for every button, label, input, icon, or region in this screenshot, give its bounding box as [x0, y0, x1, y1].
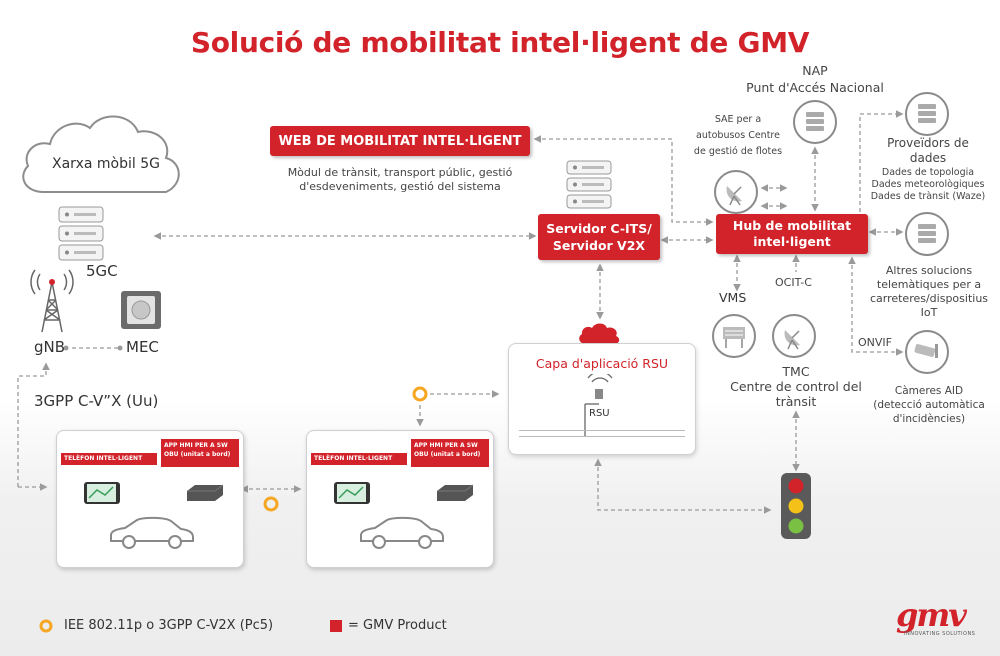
obu-device-icon: [187, 484, 224, 501]
page-title: Solució de mobilitat intel·ligent de GMV: [190, 26, 810, 59]
server-icon: [918, 104, 936, 123]
road-line: [519, 436, 685, 437]
rsu-cloud-icon: [579, 323, 620, 344]
car-icon: [110, 516, 194, 549]
tmc-dish-circle: [772, 314, 816, 358]
web-mobilitat-box: WEB DE MOBILITAT INTEL·LIGENT: [270, 126, 530, 156]
legend-its-marker-icon: [39, 619, 53, 633]
cloud-5g-icon: [22, 115, 180, 193]
camera-circle: [905, 330, 949, 374]
legend-gmv-swatch: [330, 620, 342, 632]
satellite-dish-icon: [784, 330, 800, 350]
servidor-box: Servidor C-ITS/Servidor V2X: [538, 214, 660, 260]
server-cits-icon: [566, 160, 612, 209]
legend-gmv-label: = GMV Product: [348, 618, 447, 633]
label-mec: MEC: [126, 338, 159, 356]
label-uu: 3GPP C-V”X (Uu): [34, 392, 159, 410]
cloud-5g-label: Xarxa mòbil 5G: [52, 156, 160, 172]
label-vms: VMS: [719, 290, 747, 305]
web-description: Mòdul de trànsit, transport públic, gest…: [287, 166, 513, 193]
traffic-light-icon: [781, 473, 811, 539]
server-5gc-icon: [58, 206, 104, 261]
its-marker-icon: [412, 386, 428, 402]
mec-device-icon: [121, 291, 161, 329]
road-line: [519, 430, 685, 431]
satellite-dish-icon: [726, 186, 742, 206]
server-icon: [806, 112, 824, 131]
rsu-layer-panel: Capa d'aplicació RSU RSU: [508, 343, 696, 455]
legend-its-label: IEE 802.11p o 3GPP C-V2X (Pc5): [64, 618, 274, 633]
rsu-antenna-icon: [584, 374, 613, 436]
vms-circle: [712, 314, 756, 358]
label-5gc: 5GC: [86, 262, 118, 280]
phone-tag: TELÈFON INTEL·LIGENT: [61, 453, 157, 465]
antenna-tower-icon: [30, 269, 74, 333]
smartphone-icon: [334, 482, 370, 504]
label-gnb: gNB: [34, 338, 66, 356]
cctv-camera-icon: [914, 343, 938, 358]
server-icon: [918, 224, 936, 243]
smartphone-icon: [84, 482, 120, 504]
gmv-logo-subtitle: INNOVATING SOLUTIONS: [904, 631, 976, 637]
nap-server-circle: [793, 100, 837, 144]
phone-tag: TELÈFON INTEL·LIGENT: [311, 453, 407, 465]
rsu-label: RSU: [589, 408, 610, 419]
label-ocit: OCIT-C: [775, 276, 812, 289]
obu-device-icon: [437, 484, 474, 501]
vms-sign-icon: [723, 327, 745, 348]
its-marker-icon: [263, 496, 279, 512]
gmv-logo: gmv: [896, 596, 967, 634]
label-onvif: ONVIF: [858, 336, 892, 349]
car-icon: [360, 516, 444, 549]
sae-dish-circle: [714, 170, 758, 214]
proveidors-server-circle: [905, 92, 949, 136]
altres-server-circle: [905, 212, 949, 256]
rsu-layer-title: Capa d'aplicació RSU: [535, 356, 669, 371]
